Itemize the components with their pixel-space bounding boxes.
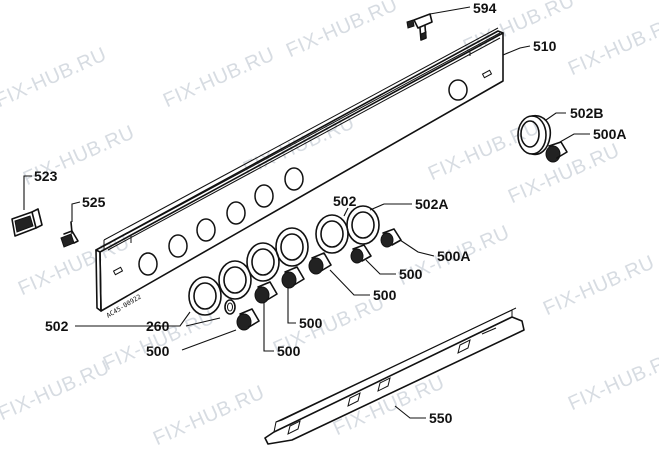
- label-523: 523: [34, 168, 58, 184]
- part-labels: 594 510 502B 500A 523 525 502 502A 500A …: [34, 0, 626, 426]
- label-502B: 502B: [570, 105, 603, 121]
- clip-594: [406, 13, 433, 41]
- bezel-rings: [188, 205, 380, 316]
- label-500-c2: 500: [277, 343, 301, 359]
- control-panel-510: AC45-00922: [95, 27, 504, 320]
- label-510: 510: [533, 38, 557, 54]
- leader-lines: [23, 6, 590, 419]
- lamp-525: [60, 221, 79, 248]
- label-500-mid: 500: [373, 287, 397, 303]
- label-500A-mid: 500A: [437, 248, 470, 264]
- label-500-c1: 500: [299, 315, 323, 331]
- knobs-500: [236, 228, 402, 331]
- label-500A-top: 500A: [593, 126, 626, 142]
- label-502-left: 502: [45, 318, 69, 334]
- label-500-right: 500: [399, 266, 423, 282]
- label-502A: 502A: [415, 196, 448, 212]
- label-550: 550: [429, 410, 453, 426]
- label-525: 525: [82, 194, 106, 210]
- trim-strip-550: [264, 307, 525, 445]
- label-260: 260: [146, 318, 170, 334]
- label-594: 594: [473, 0, 497, 16]
- switch-523: [11, 208, 43, 237]
- bezel-ring-502B: [517, 114, 552, 156]
- igniter-260: [224, 299, 236, 315]
- label-500-left: 500: [146, 343, 170, 359]
- knob-500A-top: [545, 141, 568, 163]
- label-502-top: 502: [333, 193, 357, 209]
